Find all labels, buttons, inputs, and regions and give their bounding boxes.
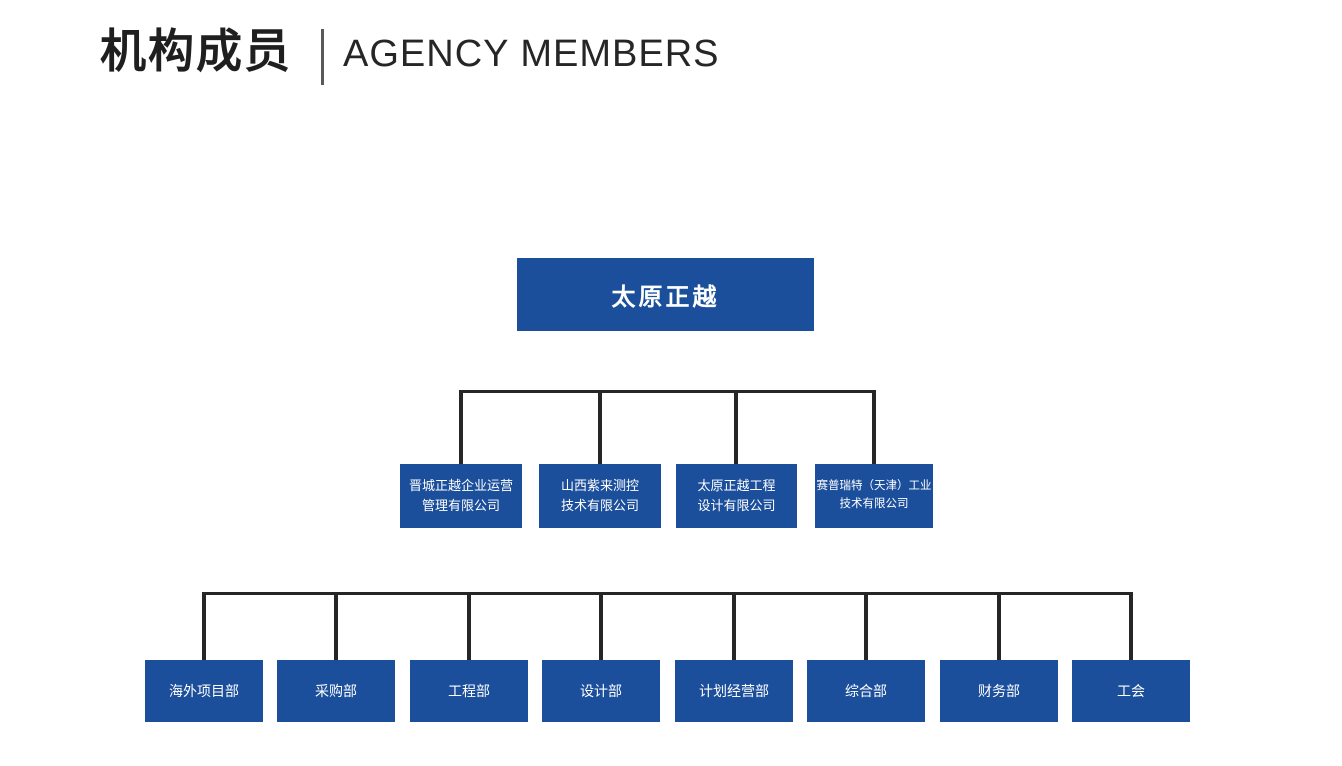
dept-label: 财务部 xyxy=(978,683,1020,699)
org-node-dept-planning-operations: 计划经营部 xyxy=(675,660,793,722)
connector-drop-dept-5 xyxy=(732,592,736,660)
connector-drop-dept-4 xyxy=(599,592,603,660)
subsidiary-1-line1: 晋城正越企业运营 xyxy=(408,477,513,493)
org-node-dept-finance: 财务部 xyxy=(940,660,1058,722)
connector-drop-dept-1 xyxy=(202,592,206,660)
org-node-dept-general-affairs: 综合部 xyxy=(807,660,925,722)
connector-drop-subsidiary-1 xyxy=(459,390,463,464)
dept-label: 海外项目部 xyxy=(169,683,239,699)
connector-drop-dept-3 xyxy=(467,592,471,660)
org-node-subsidiary-2: 山西紫来测控 技术有限公司 xyxy=(539,464,661,528)
org-node-dept-labor-union: 工会 xyxy=(1072,660,1190,722)
org-node-subsidiary-4: 赛普瑞特（天津）工业 技术有限公司 xyxy=(815,464,933,528)
connector-drop-subsidiary-4 xyxy=(872,390,876,464)
org-node-subsidiary-1: 晋城正越企业运营 管理有限公司 xyxy=(400,464,522,528)
connector-drop-dept-6 xyxy=(864,592,868,660)
page-title-en: AGENCY MEMBERS xyxy=(343,33,720,75)
connector-horizontal-level2 xyxy=(459,390,876,393)
org-node-dept-procurement: 采购部 xyxy=(277,660,395,722)
dept-label: 工会 xyxy=(1117,683,1145,699)
subsidiary-1-line2: 管理有限公司 xyxy=(421,498,500,513)
subsidiary-4-line2: 技术有限公司 xyxy=(839,498,909,510)
connector-drop-subsidiary-3 xyxy=(734,390,738,464)
org-node-root-label: 太原正越 xyxy=(611,284,720,311)
subsidiary-2-line2: 技术有限公司 xyxy=(560,498,639,513)
subsidiary-4-line1: 赛普瑞特（天津）工业 xyxy=(816,480,932,493)
connector-drop-dept-2 xyxy=(334,592,338,660)
subsidiary-2-line1: 山西紫来测控 xyxy=(560,477,639,493)
org-node-dept-design: 设计部 xyxy=(542,660,660,722)
dept-label: 设计部 xyxy=(580,683,622,699)
connector-drop-dept-7 xyxy=(997,592,1001,660)
org-node-root: 太原正越 xyxy=(517,258,814,331)
subsidiary-3-line2: 设计有限公司 xyxy=(697,498,776,513)
dept-label: 计划经营部 xyxy=(699,683,769,699)
org-node-dept-overseas-projects: 海外项目部 xyxy=(145,660,263,722)
dept-label: 工程部 xyxy=(448,683,490,699)
connector-drop-subsidiary-2 xyxy=(598,390,602,464)
dept-label: 采购部 xyxy=(315,683,357,699)
connector-horizontal-level3 xyxy=(202,592,1133,595)
connector-drop-dept-8 xyxy=(1129,592,1133,660)
org-node-subsidiary-3: 太原正越工程 设计有限公司 xyxy=(676,464,797,528)
header-divider xyxy=(321,29,324,85)
page-title-zh: 机构成员 xyxy=(100,25,292,77)
org-node-dept-engineering: 工程部 xyxy=(410,660,528,722)
dept-label: 综合部 xyxy=(845,683,887,699)
subsidiary-3-line1: 太原正越工程 xyxy=(697,477,776,493)
